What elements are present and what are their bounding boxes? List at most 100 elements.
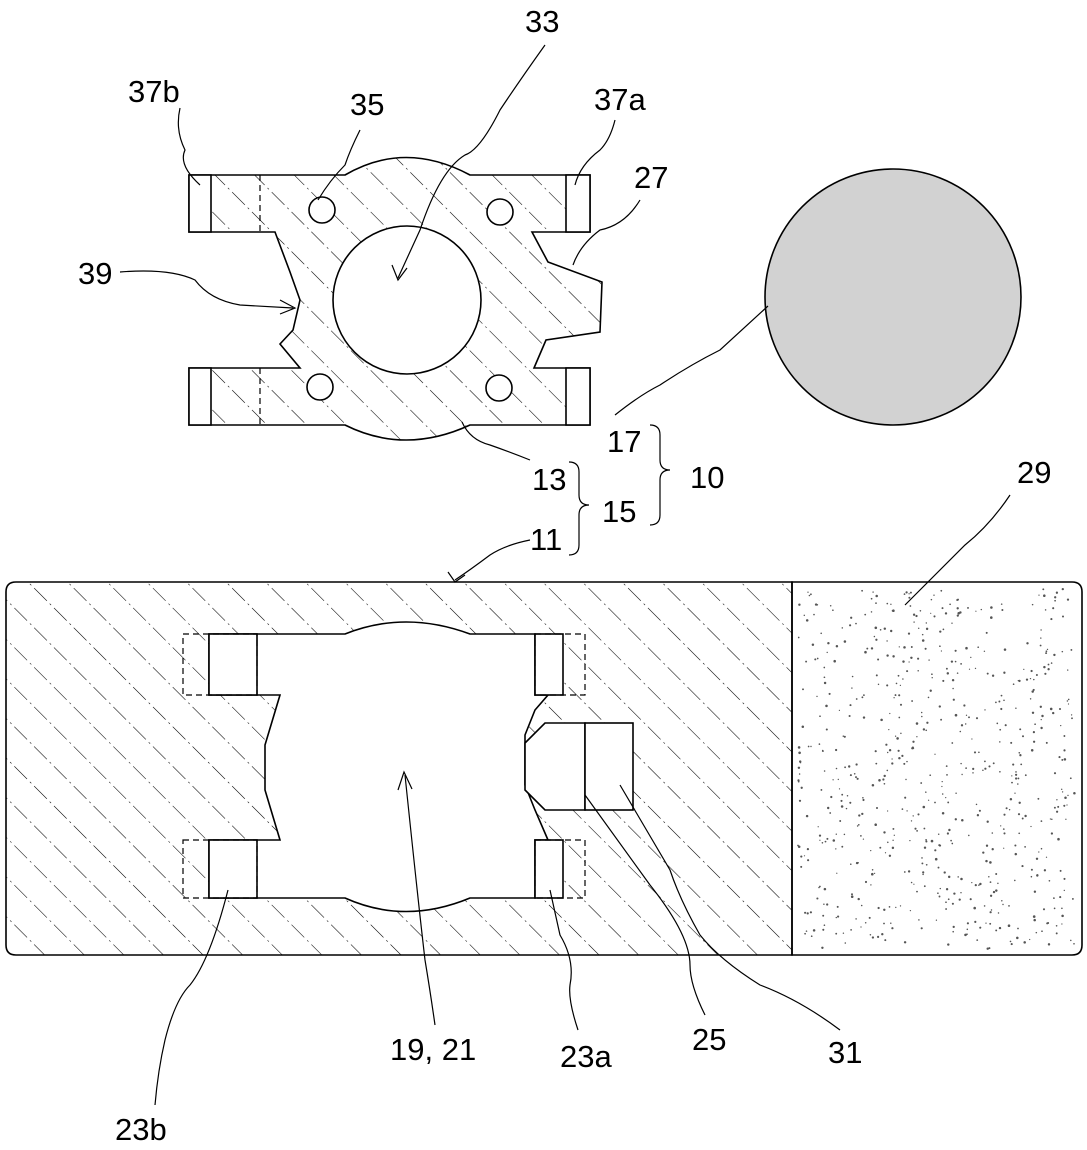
speckle-dot [928,697,930,699]
speckle-dot [937,892,939,894]
speckle-dot [986,632,988,634]
speckle-dot [926,864,928,866]
speckle-dot [929,774,931,776]
speckle-dot [908,661,909,662]
speckle-dot [1004,648,1007,651]
speckle-dot [912,746,914,748]
speckle-dot [1036,674,1038,676]
speckle-dot [898,717,900,719]
speckle-dot [961,774,962,775]
speckle-dot [943,629,945,631]
speckle-dot [1070,940,1072,942]
label-25: 25 [692,1022,726,1057]
speckle-dot [1018,832,1020,834]
speckle-dot [990,881,992,883]
speckle-dot [836,834,837,835]
speckle-dot [844,766,846,768]
speckle-dot [1031,670,1033,672]
speckle-dot [871,611,873,613]
label-35: 35 [350,87,384,122]
speckle-dot [1019,802,1021,804]
speckle-dot [805,661,807,663]
speckle-dot [1001,609,1003,611]
speckle-dot [996,723,998,725]
speckle-dot [904,797,906,799]
speckle-dot [1046,857,1047,858]
speckle-dot [950,840,952,842]
speckle-dot [1071,714,1072,715]
speckle-dot [942,812,945,815]
speckle-dot [826,903,828,905]
speckle-dot [953,892,955,894]
speckle-dot [863,838,864,839]
speckle-dot [827,652,828,653]
speckle-dot [1058,756,1060,758]
speckle-dot [886,603,888,605]
speckle-dot [892,655,894,657]
speckle-dot [1063,735,1065,737]
speckle-dot [824,770,826,772]
speckle-dot [850,863,852,865]
speckle-dot [971,882,972,883]
speckle-dot [998,701,1000,703]
speckle-dot [952,688,954,690]
speckle-dot [940,719,942,721]
speckle-dot [955,650,957,652]
speckle-dot [826,838,828,840]
speckle-dot [939,645,941,647]
speckle-dot [825,705,828,708]
speckle-dot [847,795,849,797]
speckle-dot [1061,759,1063,761]
speckle-dot [1067,700,1068,701]
speckle-dot [1048,943,1050,945]
speckle-dot [942,607,944,609]
speckle-dot [941,650,942,651]
speckle-dot [809,595,811,597]
speckle-dot [889,749,891,751]
speckle-dot [830,605,832,607]
speckle-dot [982,770,984,772]
speckle-dot [862,797,864,799]
speckle-dot [879,847,881,849]
speckle-dot [926,622,927,623]
speckle-dot [972,772,973,773]
speckle-dot [931,673,933,675]
speckle-dot [916,722,919,725]
speckle-dot [1059,896,1061,898]
speckle-dot [1040,637,1041,638]
speckle-dot [800,866,802,868]
speckle-dot [960,892,961,893]
speckle-dot [1056,799,1057,800]
speckle-dot [939,630,941,632]
speckle-dot [887,752,888,753]
speckle-dot [967,922,969,924]
speckle-dot [959,898,961,900]
speckle-dot [855,763,857,765]
speckle-dot [804,933,806,935]
speckle-dot [960,878,963,881]
speckle-dot [923,828,925,830]
speckle-dot [886,770,888,772]
speckle-dot [911,882,913,884]
speckle-dot [988,876,990,878]
speckle-dot [849,715,851,717]
speckle-dot [797,845,799,847]
speckle-dot [903,646,906,649]
speckle-dot [1057,806,1059,808]
speckle-dot [1072,898,1074,900]
plunger-25 [525,723,585,810]
speckle-dot [865,922,867,924]
speckle-dot [946,668,948,670]
upper-component [189,158,602,441]
speckle-dot [1046,922,1048,924]
label-37b: 37b [128,74,180,109]
speckle-dot [1030,698,1031,699]
speckle-dot [818,826,819,827]
speckle-dot [1021,865,1023,867]
speckle-dot [832,779,833,780]
speckle-dot [1047,649,1048,650]
speckle-dot [947,672,949,674]
speckle-dot [866,648,868,650]
speckle-dot [856,698,858,700]
speckle-dot [884,939,886,941]
